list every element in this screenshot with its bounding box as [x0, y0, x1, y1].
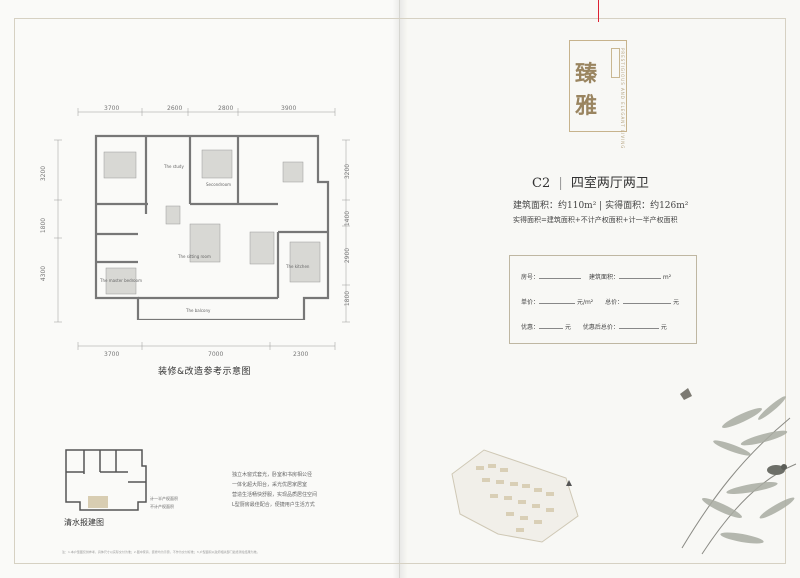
basic-plan-legend: 计一半产权面积 不计产权面积 — [150, 495, 178, 511]
legend-item-none: 不计产权面积 — [150, 504, 174, 509]
brand-subtitle: PRESTIGIOUS AND ELEGANT LIVING — [620, 48, 625, 150]
unit-code: C2 — [532, 176, 551, 191]
unit-price-label: 单价： — [521, 299, 540, 306]
plan-caption: 装修&改造参考示意图 — [158, 367, 252, 377]
unit-description: 四室两厅两卫 — [570, 176, 649, 191]
room-label-kitchen: The kitchen — [285, 264, 310, 269]
discount-total-label: 优惠后总价： — [582, 324, 619, 331]
form-row-price: 单价： 元/m² 总价： 元 — [521, 297, 679, 306]
room-number-label: 房号： — [521, 274, 540, 281]
room-label-study: The study — [163, 164, 184, 169]
form-row-room: 房号： 建筑面积： m² — [521, 272, 671, 281]
butterfly-icon — [680, 388, 692, 400]
seal-box — [611, 48, 620, 78]
discount-total-field[interactable] — [618, 322, 659, 329]
total-price-label: 总价： — [605, 299, 624, 306]
brand-title-char-2: 雅 — [575, 93, 598, 119]
building-area-field[interactable] — [618, 272, 661, 279]
floor-plan: The study Secondroom The sitting room Th… — [78, 122, 334, 320]
room-label-living: The sitting room — [177, 254, 211, 259]
basic-plan-thumbnail — [60, 444, 150, 514]
dim-top-2: 2600 — [167, 105, 183, 112]
note-line: 一体化超大阳台，采光优居家居室 — [232, 482, 308, 488]
unit-price-field[interactable] — [539, 297, 576, 304]
room-label-balcony: The balcony — [185, 308, 211, 313]
unit-m2-label: m² — [662, 274, 672, 281]
discount-field[interactable] — [539, 322, 564, 329]
note-line: 营造生活畅快舒服，实现品质居住空间 — [232, 492, 318, 498]
note-line: L型厨房最佳配合，便捷用户生活方式 — [232, 502, 315, 508]
dim-top-1: 3700 — [104, 105, 120, 112]
brand-title-box — [569, 40, 627, 132]
book-gutter — [392, 0, 408, 578]
footnote: 注：1.本户型图仅供参考，具体尺寸以实际交付为准；2.图中家具、装修均为示意，不… — [62, 550, 260, 554]
bamboo-bird-illustration — [680, 388, 797, 555]
north-arrow-icon — [566, 480, 572, 486]
unit-type-heading: C2 | 四室两厅两卫 — [532, 176, 649, 191]
discount-total-yuan-label: 元 — [660, 324, 667, 331]
discount-label: 优惠： — [521, 324, 540, 331]
form-row-discount: 优惠： 元 优惠后总价： 元 — [521, 322, 667, 331]
dim-top-3: 2800 — [218, 105, 234, 112]
price-form — [509, 255, 697, 344]
feature-notes: 独立木窗式套光，卧室和书房相公径 一体化超大阳台，采光优居家居室 营造生活畅快舒… — [232, 470, 352, 510]
crop-mark — [598, 0, 599, 22]
total-yuan-label: 元 — [673, 299, 680, 306]
building-area-label: 建筑面积： — [588, 274, 619, 281]
site-map — [451, 449, 579, 543]
room-label-master: The master bedroom — [99, 278, 142, 283]
brand-title-char-1: 臻 — [575, 61, 598, 87]
discount-yuan-label: 元 — [564, 324, 571, 331]
area-info: 建筑面积：约110m² | 实得面积：约126m² — [513, 201, 689, 211]
yuan-per-m2-label: 元/m² — [576, 299, 594, 306]
note-line: 独立木窗式套光，卧室和书房相公径 — [232, 472, 313, 478]
total-price-field[interactable] — [623, 297, 672, 304]
dim-bottom-2: 7000 — [208, 351, 224, 358]
dim-top-4: 3900 — [281, 105, 297, 112]
basic-plan-caption: 清水报建图 — [64, 518, 104, 527]
dim-bottom-3: 2300 — [293, 351, 309, 358]
room-number-field[interactable] — [539, 272, 582, 279]
legend-item-half: 计一半产权面积 — [150, 496, 178, 501]
area-formula: 实得面积=建筑面积+不计产权面积+计一半产权面积 — [513, 216, 678, 224]
dim-bottom-1: 3700 — [104, 351, 120, 358]
room-label-second: Secondroom — [206, 182, 231, 187]
